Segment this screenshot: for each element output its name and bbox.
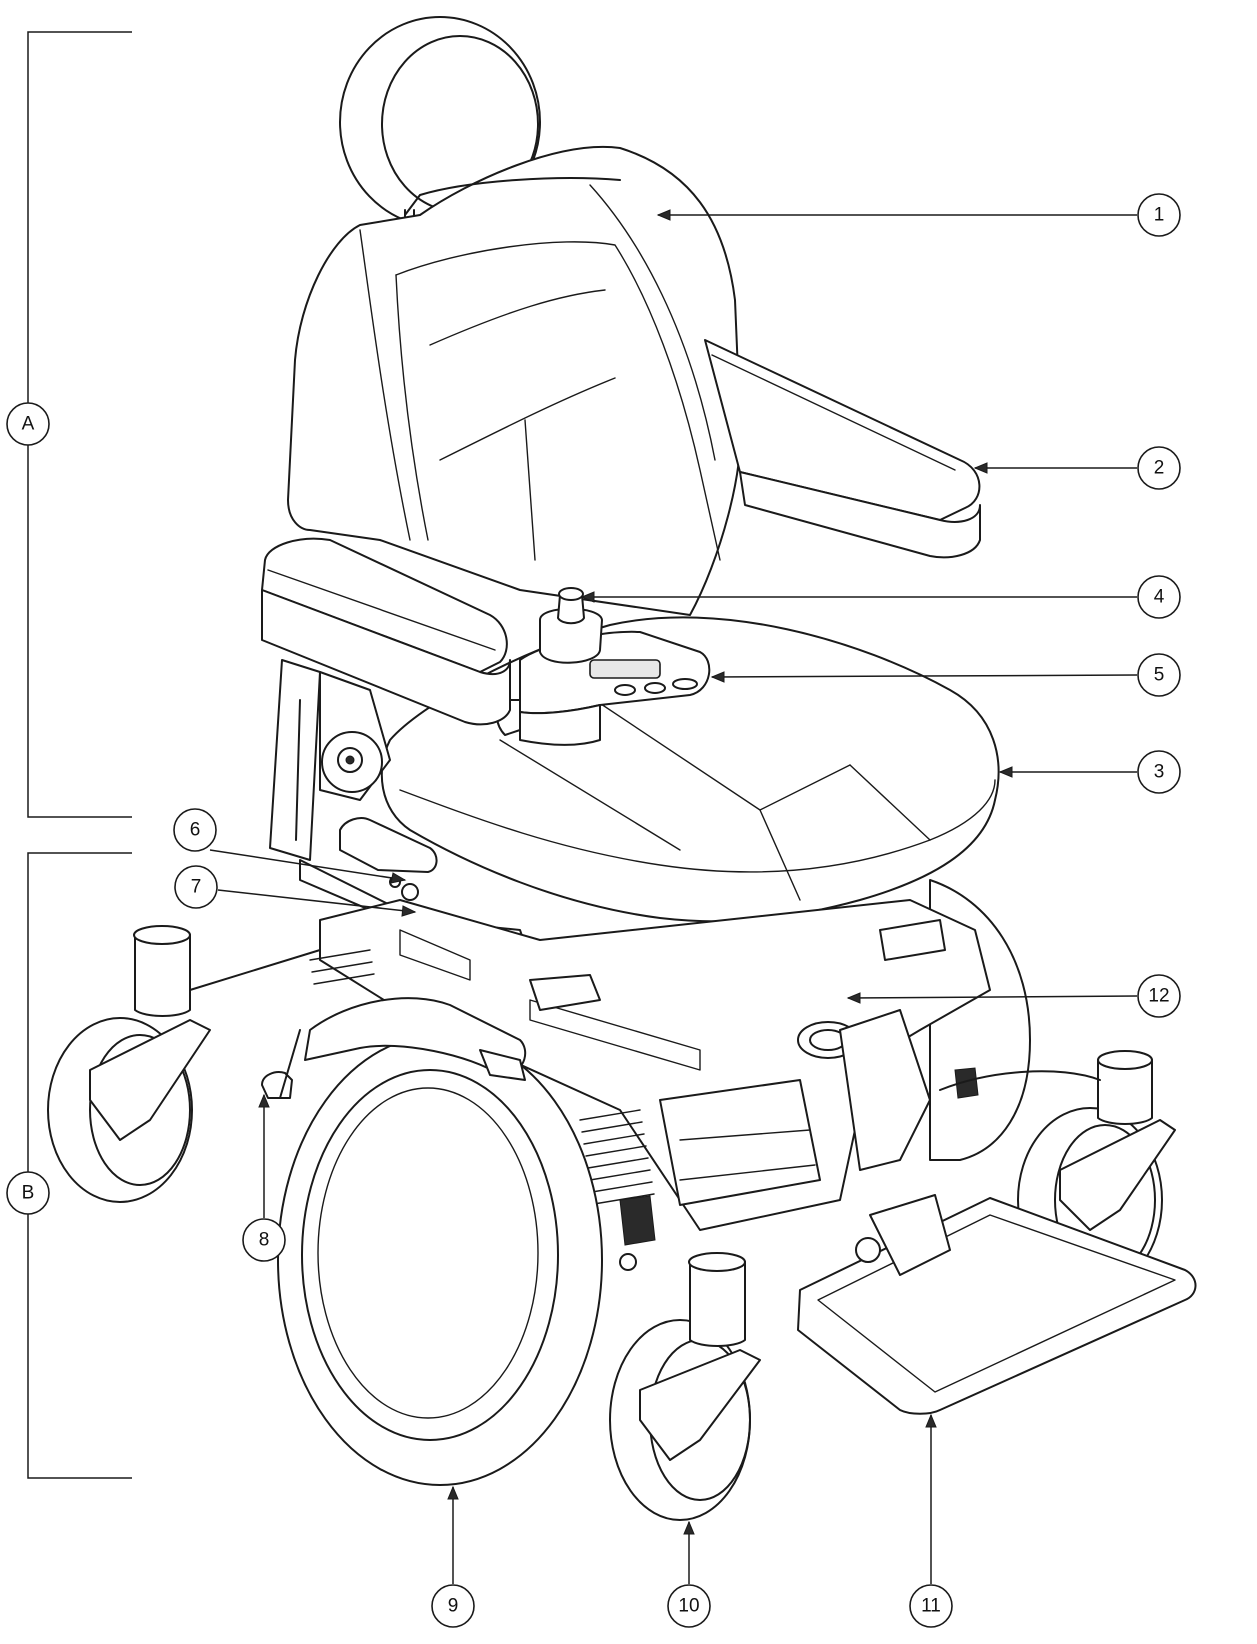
callout-5-label: 5 [1154,665,1165,686]
bracket-b-label: B [22,1183,35,1204]
bracket-a: A [6,31,132,818]
callout-3-label: 3 [1154,762,1165,783]
callout-2-label: 2 [1154,458,1165,479]
callout-3: 3 [998,750,1181,794]
callout-11-label: 11 [921,1596,941,1617]
right-armrest [704,339,981,559]
bracket-b: B [6,852,132,1479]
bracket-a-label: A [22,414,35,435]
callout-12: 12 [846,974,1181,1018]
callout-6-label: 6 [190,820,201,841]
callout-9-label: 9 [448,1596,459,1617]
callout-1-label: 1 [1154,205,1165,226]
callout-8-label: 8 [259,1230,270,1251]
drive-wheel [277,997,603,1486]
front-caster-center [609,1252,761,1521]
callout-7: 7 [174,865,417,917]
callout-6: 6 [173,808,407,884]
wheelchair-illustration [47,16,1197,1521]
armrest-bracket [269,659,391,861]
callout-7-label: 7 [191,877,202,898]
callout-5: 5 [710,653,1181,697]
callout-10-label: 10 [678,1596,699,1617]
wheel-lock-lever [261,1029,301,1099]
footplate [797,1194,1197,1415]
seat-back [287,146,742,616]
callout-4-label: 4 [1154,587,1165,608]
callout-1: 1 [656,193,1181,237]
callout-10: 10 [667,1520,711,1628]
callout-11: 11 [909,1413,953,1628]
callout-8: 8 [242,1093,286,1262]
callout-12-label: 12 [1148,986,1169,1007]
callout-2: 2 [973,446,1181,490]
left-armrest [261,537,511,726]
anti-tip-caster-left [47,925,321,1203]
callout-4: 4 [580,575,1181,619]
callout-9: 9 [431,1485,475,1628]
